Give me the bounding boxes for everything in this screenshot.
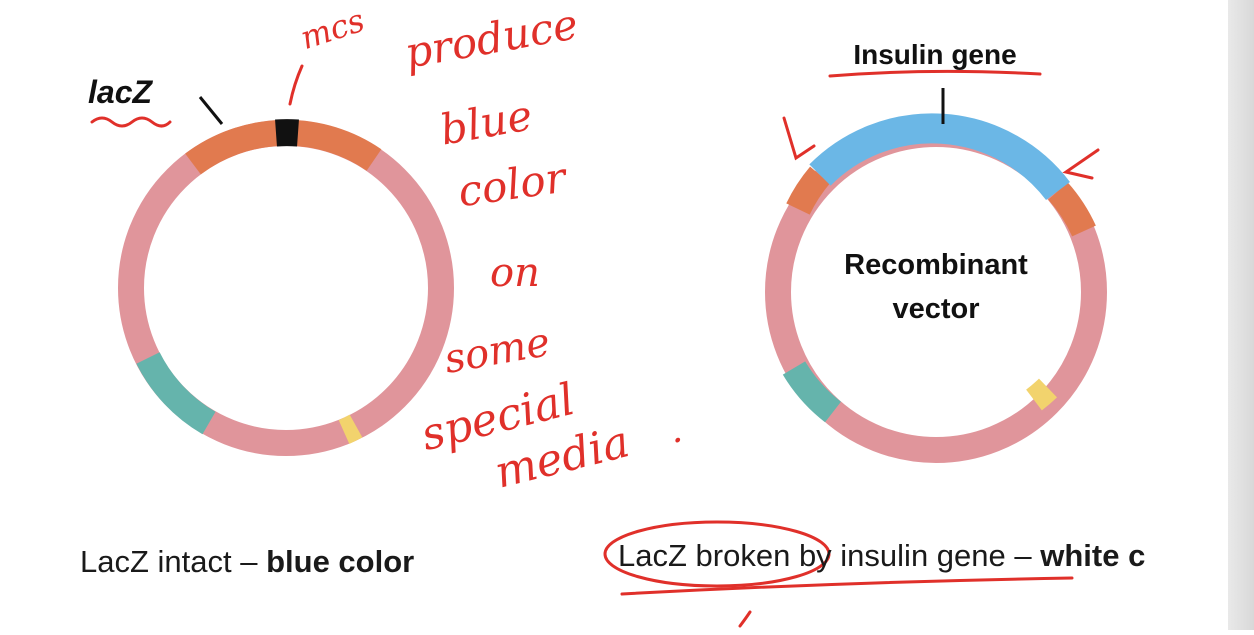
- note-period: .: [672, 410, 683, 451]
- right-caption-normal-b: by insulin gene –: [790, 538, 1040, 573]
- lacz-pointer-line: [200, 97, 222, 124]
- insulin-insert-segment: [820, 128, 1058, 191]
- mcs-pointer-stroke: [290, 66, 302, 104]
- left-caption-normal: LacZ intact –: [80, 544, 266, 579]
- right-edge-shade: [1228, 0, 1254, 630]
- insulin-underline: [830, 71, 1040, 76]
- right-lacz-right-segment: [1058, 191, 1084, 231]
- recombinant-label: Recombinant: [844, 249, 1028, 281]
- left-teal-segment: [148, 358, 209, 423]
- left-caption-bold: blue color: [266, 544, 414, 579]
- note-line-4: on: [490, 250, 540, 296]
- left-arrow-mark: [784, 118, 814, 158]
- right-plasmid: Insulin gene Recombinant vector: [778, 39, 1094, 450]
- vector-label: vector: [892, 293, 979, 325]
- right-caption: LacZ broken by insulin gene – white c: [618, 538, 1145, 574]
- left-plasmid: lacZ: [88, 74, 441, 443]
- insulin-gene-label: Insulin gene: [853, 39, 1016, 70]
- right-caption-bold: white c: [1040, 538, 1145, 573]
- lacz-label: lacZ: [88, 74, 153, 110]
- right-arrow-mark: [1066, 150, 1098, 178]
- right-teal-segment: [794, 368, 833, 412]
- left-yellow-segment: [344, 426, 356, 432]
- stray-mark: [740, 612, 750, 626]
- right-caption-normal-a: LacZ broken: [618, 538, 790, 573]
- left-caption: LacZ intact – blue color: [80, 544, 414, 580]
- lacz-underline-squiggle: [92, 118, 170, 126]
- right-yellow-segment: [1034, 388, 1048, 400]
